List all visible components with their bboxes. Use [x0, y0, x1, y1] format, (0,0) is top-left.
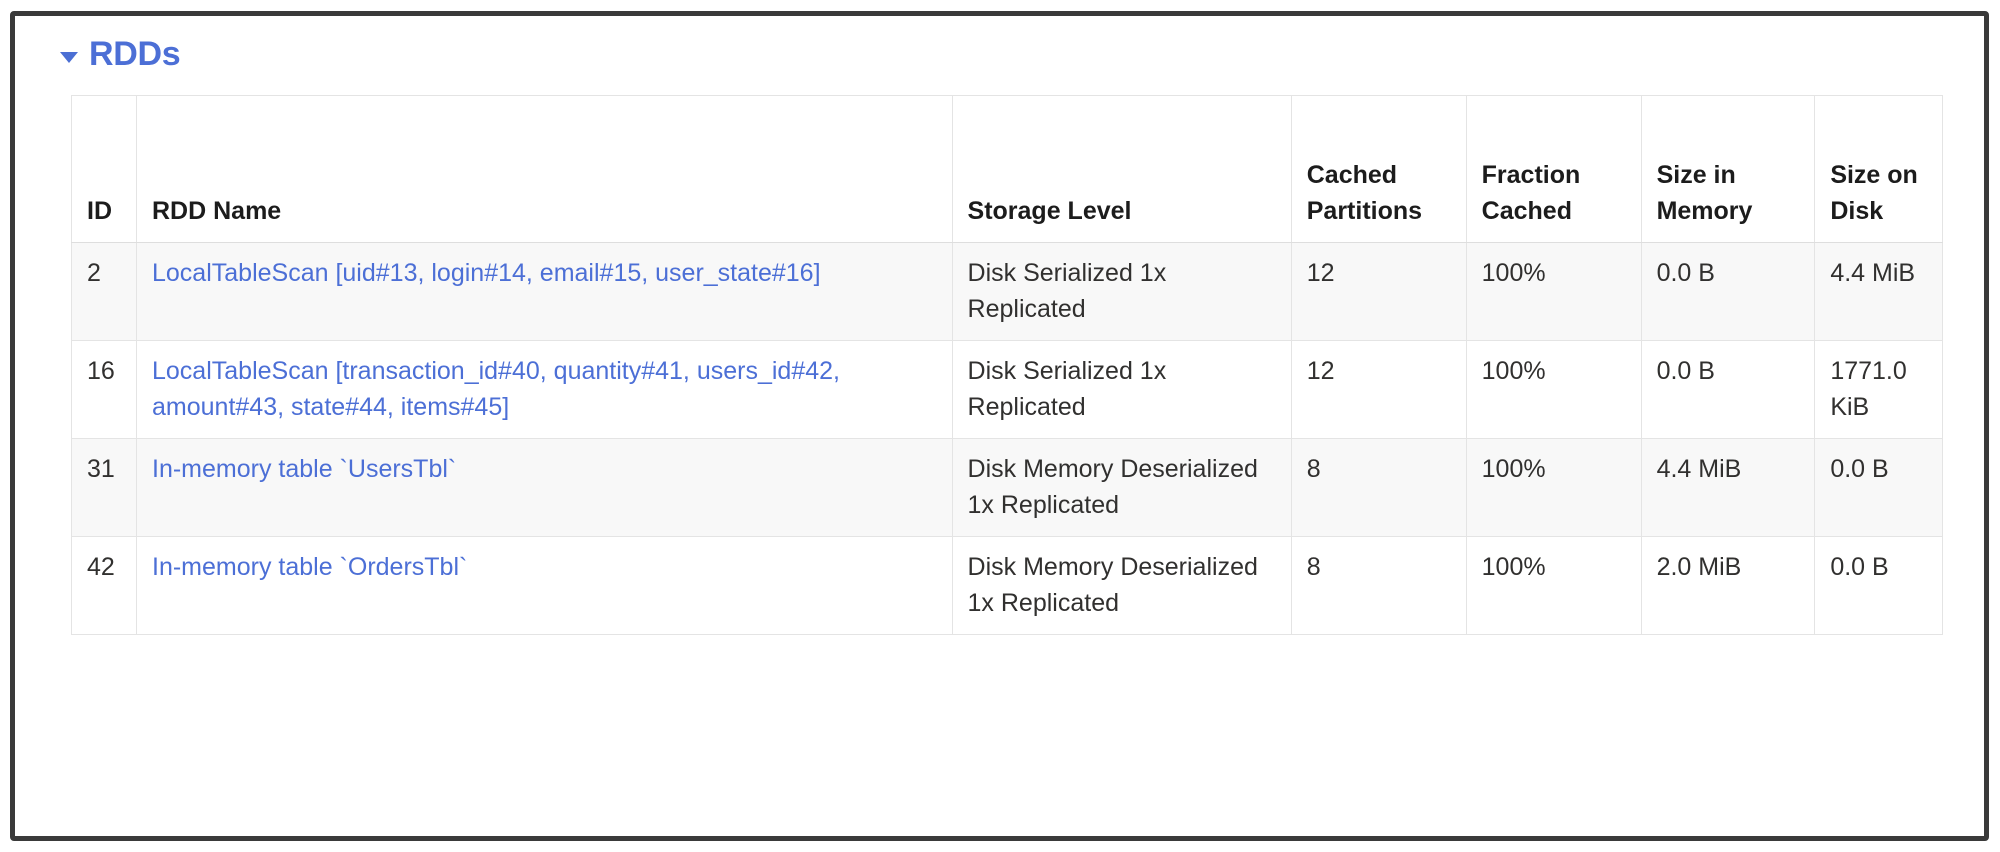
cell-cached-partitions: 8 [1290, 536, 1467, 636]
storage-page-body: RDDs ID RDD Name Storage Level [15, 16, 1984, 836]
table-row: 31 In-memory table `UsersTbl` Disk Memor… [71, 438, 1943, 538]
cell-rdd-name: LocalTableScan [transaction_id#40, quant… [136, 340, 953, 440]
table-header: ID RDD Name Storage Level Cached Partiti… [71, 95, 1943, 244]
column-header-size-in-memory[interactable]: Size in Memory [1640, 95, 1816, 244]
browser-window-frame: RDDs ID RDD Name Storage Level [10, 11, 1989, 841]
rdds-section-toggle[interactable]: RDDs [60, 35, 260, 73]
table-row: 2 LocalTableScan [uid#13, login#14, emai… [71, 242, 1943, 342]
cell-size-in-memory: 0.0 B [1640, 340, 1816, 440]
cell-storage-level: Disk Memory Deserialized 1x Replicated [951, 438, 1292, 538]
rdd-name-link[interactable]: LocalTableScan [transaction_id#40, quant… [152, 357, 840, 421]
page-title: RDDs [89, 35, 181, 73]
cell-size-on-disk: 0.0 B [1814, 438, 1943, 538]
table-header-row: ID RDD Name Storage Level Cached Partiti… [71, 95, 1943, 244]
table-body: 2 LocalTableScan [uid#13, login#14, emai… [71, 242, 1943, 636]
caret-down-icon[interactable] [60, 52, 78, 64]
column-header-cached-partitions[interactable]: Cached Partitions [1290, 95, 1467, 244]
cell-fraction-cached: 100% [1465, 536, 1642, 636]
cell-storage-level: Disk Serialized 1x Replicated [951, 340, 1292, 440]
cell-size-on-disk: 0.0 B [1814, 536, 1943, 636]
cell-id: 42 [71, 536, 137, 636]
rdd-name-link[interactable]: In-memory table `OrdersTbl` [152, 553, 468, 582]
cell-size-on-disk: 1771.0 KiB [1814, 340, 1943, 440]
rdds-table: ID RDD Name Storage Level Cached Partiti… [71, 95, 1943, 636]
cell-cached-partitions: 12 [1290, 340, 1467, 440]
cell-fraction-cached: 100% [1465, 438, 1642, 538]
cell-storage-level: Disk Memory Deserialized 1x Replicated [951, 536, 1292, 636]
cell-fraction-cached: 100% [1465, 340, 1642, 440]
cell-id: 2 [71, 242, 137, 342]
column-header-size-on-disk[interactable]: Size on Disk [1814, 95, 1943, 244]
column-header-fraction-cached[interactable]: Fraction Cached [1465, 95, 1642, 244]
cell-id: 16 [71, 340, 137, 440]
cell-rdd-name: In-memory table `UsersTbl` [136, 438, 953, 538]
column-header-rdd-name[interactable]: RDD Name [136, 95, 953, 244]
cell-size-in-memory: 2.0 MiB [1640, 536, 1816, 636]
table-row: 42 In-memory table `OrdersTbl` Disk Memo… [71, 536, 1943, 636]
column-header-id[interactable]: ID [71, 95, 137, 244]
cell-rdd-name: LocalTableScan [uid#13, login#14, email#… [136, 242, 953, 342]
cell-size-in-memory: 0.0 B [1640, 242, 1816, 342]
cell-cached-partitions: 12 [1290, 242, 1467, 342]
cell-rdd-name: In-memory table `OrdersTbl` [136, 536, 953, 636]
cell-cached-partitions: 8 [1290, 438, 1467, 538]
rdds-table-container: ID RDD Name Storage Level Cached Partiti… [71, 95, 1943, 636]
cell-size-in-memory: 4.4 MiB [1640, 438, 1816, 538]
rdd-name-link[interactable]: In-memory table `UsersTbl` [152, 455, 457, 484]
cell-size-on-disk: 4.4 MiB [1814, 242, 1943, 342]
table-row: 16 LocalTableScan [transaction_id#40, qu… [71, 340, 1943, 440]
column-header-storage-level[interactable]: Storage Level [951, 95, 1292, 244]
rdd-name-link[interactable]: LocalTableScan [uid#13, login#14, email#… [152, 259, 821, 288]
cell-id: 31 [71, 438, 137, 538]
cell-fraction-cached: 100% [1465, 242, 1642, 342]
cell-storage-level: Disk Serialized 1x Replicated [951, 242, 1292, 342]
